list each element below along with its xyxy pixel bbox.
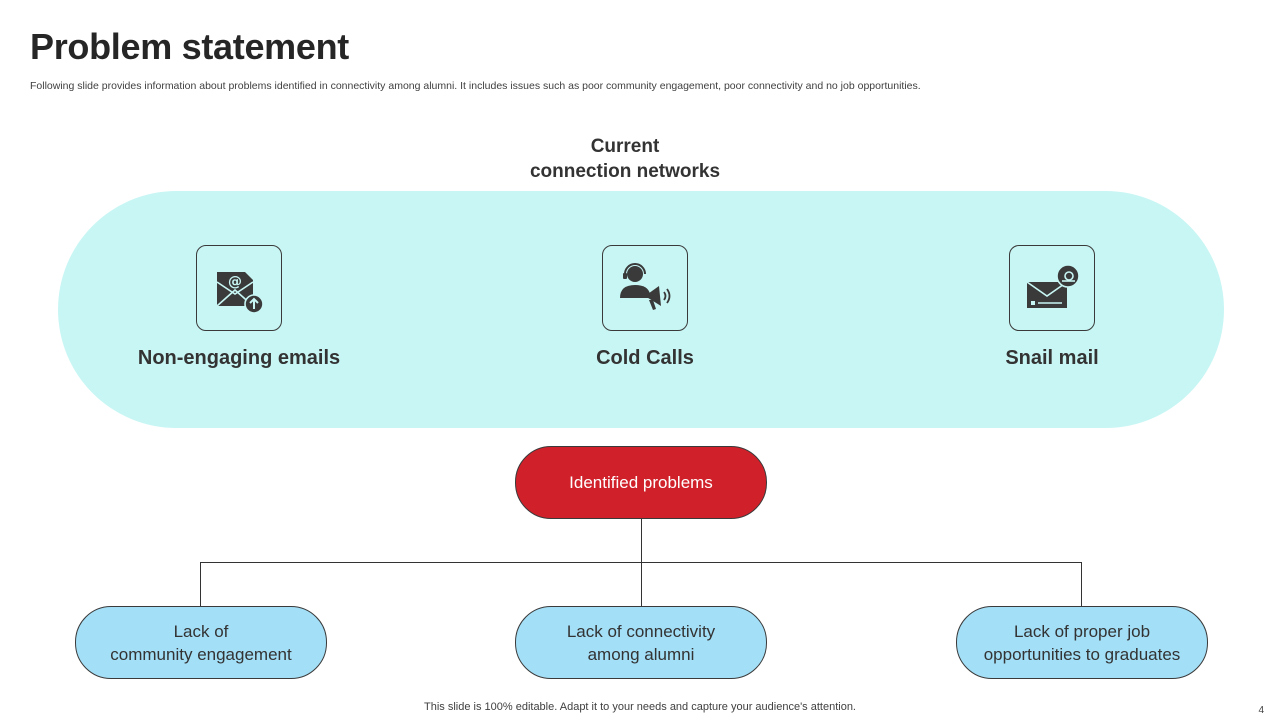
networks-heading: Current connection networks — [470, 134, 780, 184]
issue-line: community engagement — [110, 644, 292, 664]
channel-cold-calls: Cold Calls — [495, 245, 795, 370]
connector-left — [200, 562, 201, 606]
networks-heading-line2: connection networks — [529, 161, 721, 182]
envelope-snail-icon — [1026, 264, 1080, 308]
email-upload-icon: @ — [216, 272, 264, 314]
channel-label-snail-mail: Snail mail — [1005, 347, 1099, 369]
connector-bar — [200, 562, 1082, 563]
issue-connectivity: Lack of connectivity among alumni — [515, 606, 767, 679]
identified-problems-node: Identified problems — [515, 446, 767, 519]
connector-right — [1081, 562, 1082, 606]
channel-emails: @ Non-engaging emails — [89, 245, 389, 370]
issue-line: Lack of connectivity — [566, 621, 716, 641]
issue-community-engagement: Lack of community engagement — [75, 606, 327, 679]
issue-line: Lack of proper job — [1013, 621, 1151, 641]
cold-calls-icon-box — [602, 245, 688, 331]
connector-stem — [641, 517, 642, 606]
issue-line: opportunities to graduates — [983, 644, 1181, 664]
networks-heading-line1: Current — [590, 136, 660, 157]
channel-label-cold-calls: Cold Calls — [596, 347, 694, 369]
page-number: 4 — [1258, 705, 1264, 716]
issue-job-opportunities: Lack of proper job opportunities to grad… — [956, 606, 1208, 679]
slide-description: Following slide provides information abo… — [30, 80, 921, 92]
page-title: Problem statement — [30, 26, 349, 67]
svg-text:@: @ — [228, 274, 242, 290]
issue-line: Lack of — [173, 621, 229, 641]
email-icon-box: @ — [196, 245, 282, 331]
footer-note: This slide is 100% editable. Adapt it to… — [424, 701, 856, 713]
channel-snail-mail: Snail mail — [902, 245, 1202, 370]
telemarketing-megaphone-icon — [620, 263, 671, 310]
snail-mail-icon-box — [1009, 245, 1095, 331]
issue-line: among alumni — [587, 644, 695, 664]
channel-label-emails: Non-engaging emails — [137, 347, 341, 369]
